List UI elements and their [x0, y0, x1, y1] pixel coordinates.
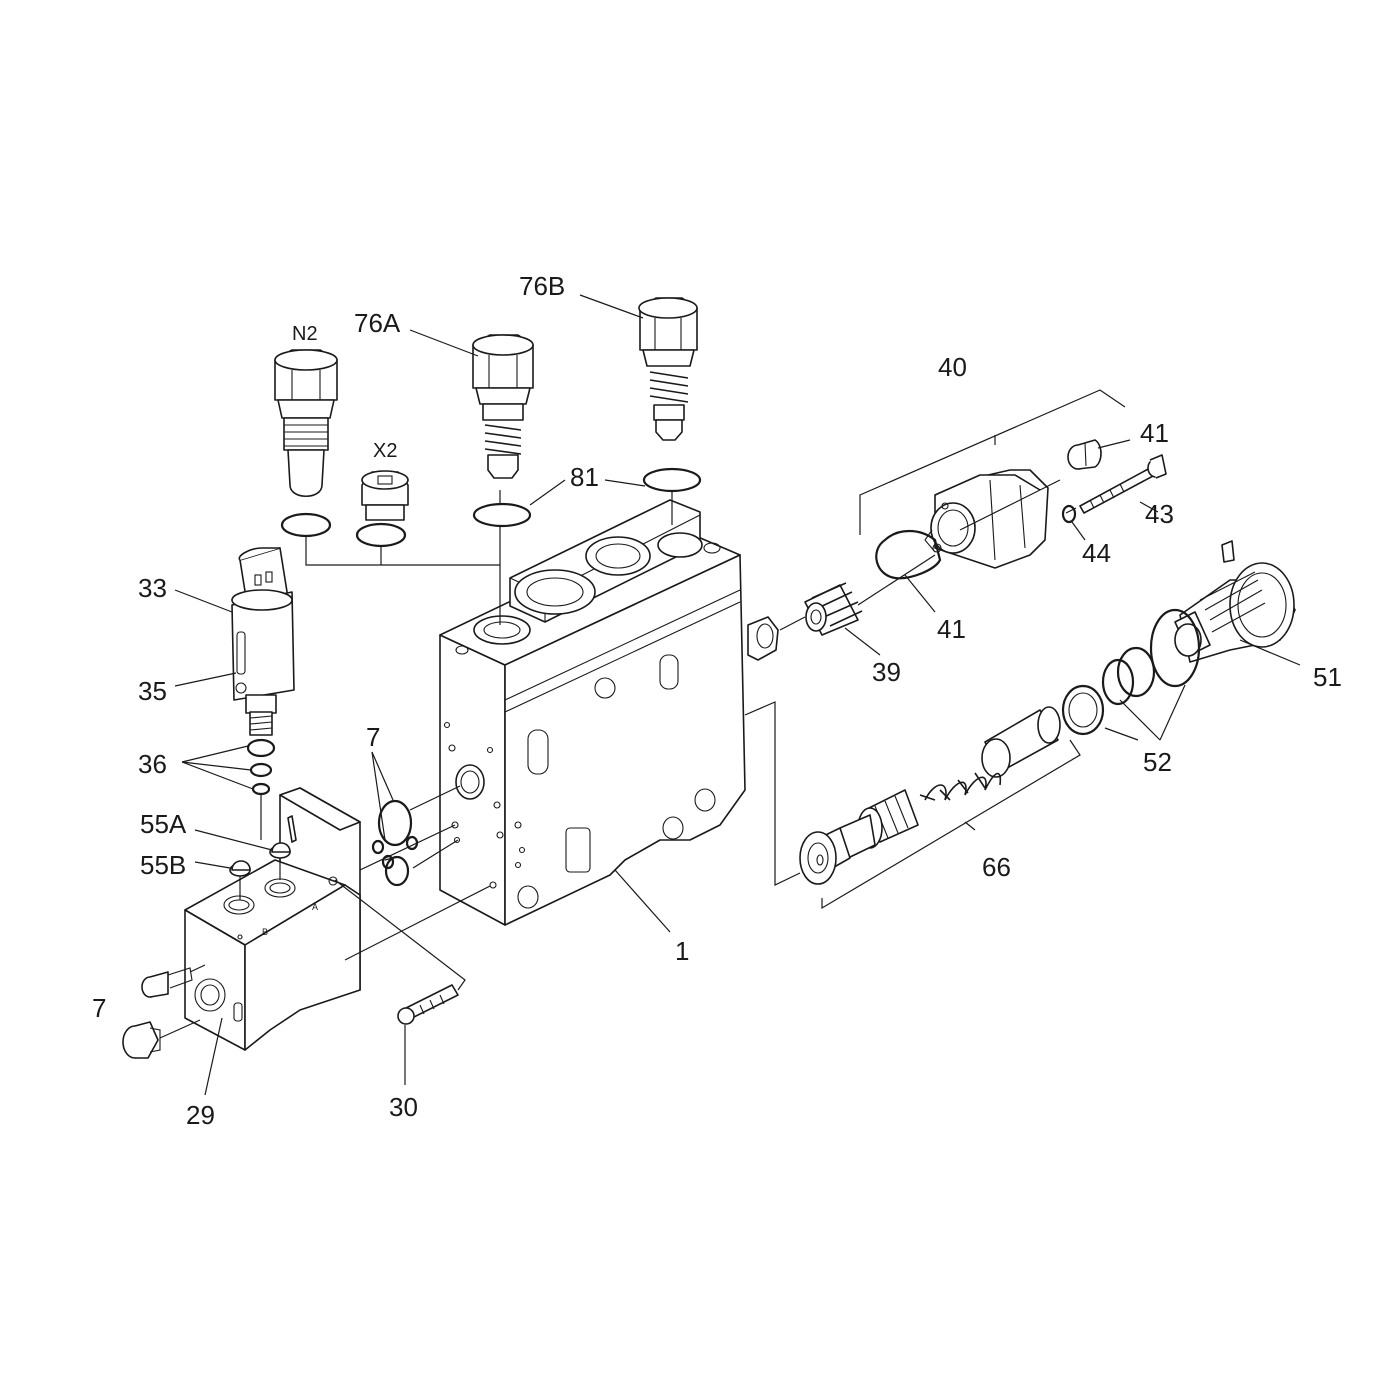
cartridge-76b — [638, 297, 698, 441]
solenoid-valve — [231, 547, 295, 736]
valve-body — [439, 499, 779, 926]
o-rings-7 — [371, 799, 419, 887]
port-mark-a: A — [312, 902, 318, 912]
callout-76b: 76B — [519, 271, 565, 301]
callout-41-seal: 41 — [937, 614, 966, 644]
leader-lines — [159, 294, 1301, 1096]
callout-76a: 76A — [354, 308, 401, 338]
callout-81: 81 — [570, 462, 599, 492]
seal-41 — [875, 529, 942, 580]
callout-55a: 55A — [140, 809, 187, 839]
cover-housing — [924, 469, 1049, 569]
washer-44 — [1061, 504, 1077, 524]
seal-rings-52 — [1061, 608, 1201, 736]
cartridge-76a — [472, 334, 534, 479]
o-rings-36 — [246, 738, 276, 796]
callout-7-left: 7 — [92, 993, 106, 1023]
spool-66 — [799, 706, 1061, 885]
callout-35: 35 — [138, 676, 167, 706]
callout-n2: N2 — [292, 323, 318, 345]
bolt-side — [141, 967, 193, 998]
plug-x2 — [361, 470, 409, 521]
screws-55 — [229, 842, 291, 877]
callout-7-mid: 7 — [366, 722, 380, 752]
piston-51 — [1174, 540, 1296, 663]
plug-7-left — [122, 1021, 161, 1059]
callout-40: 40 — [938, 352, 967, 382]
callout-36: 36 — [138, 749, 167, 779]
callout-43: 43 — [1145, 499, 1174, 529]
callout-x2: X2 — [373, 440, 397, 462]
cartridge-n2 — [274, 349, 338, 498]
screw-41 — [1067, 439, 1102, 470]
callout-66: 66 — [982, 852, 1011, 882]
callout-1: 1 — [675, 936, 689, 966]
callout-39: 39 — [872, 657, 901, 687]
callout-labels: N2 X2 76A 76B 81 40 41 43 44 41 39 51 52… — [92, 271, 1342, 1130]
bolt-43 — [1079, 454, 1167, 514]
port-mark-b: B — [262, 927, 268, 937]
callout-41-top: 41 — [1140, 418, 1169, 448]
callout-44: 44 — [1082, 538, 1111, 568]
sub-plate: B A — [184, 787, 361, 1051]
spring-39 — [804, 582, 863, 636]
callout-33: 33 — [138, 573, 167, 603]
callout-52: 52 — [1143, 747, 1172, 777]
callout-30: 30 — [389, 1092, 418, 1122]
callout-51: 51 — [1313, 662, 1342, 692]
bolt-30 — [397, 984, 459, 1025]
callout-55b: 55B — [140, 850, 186, 880]
callout-29: 29 — [186, 1100, 215, 1130]
